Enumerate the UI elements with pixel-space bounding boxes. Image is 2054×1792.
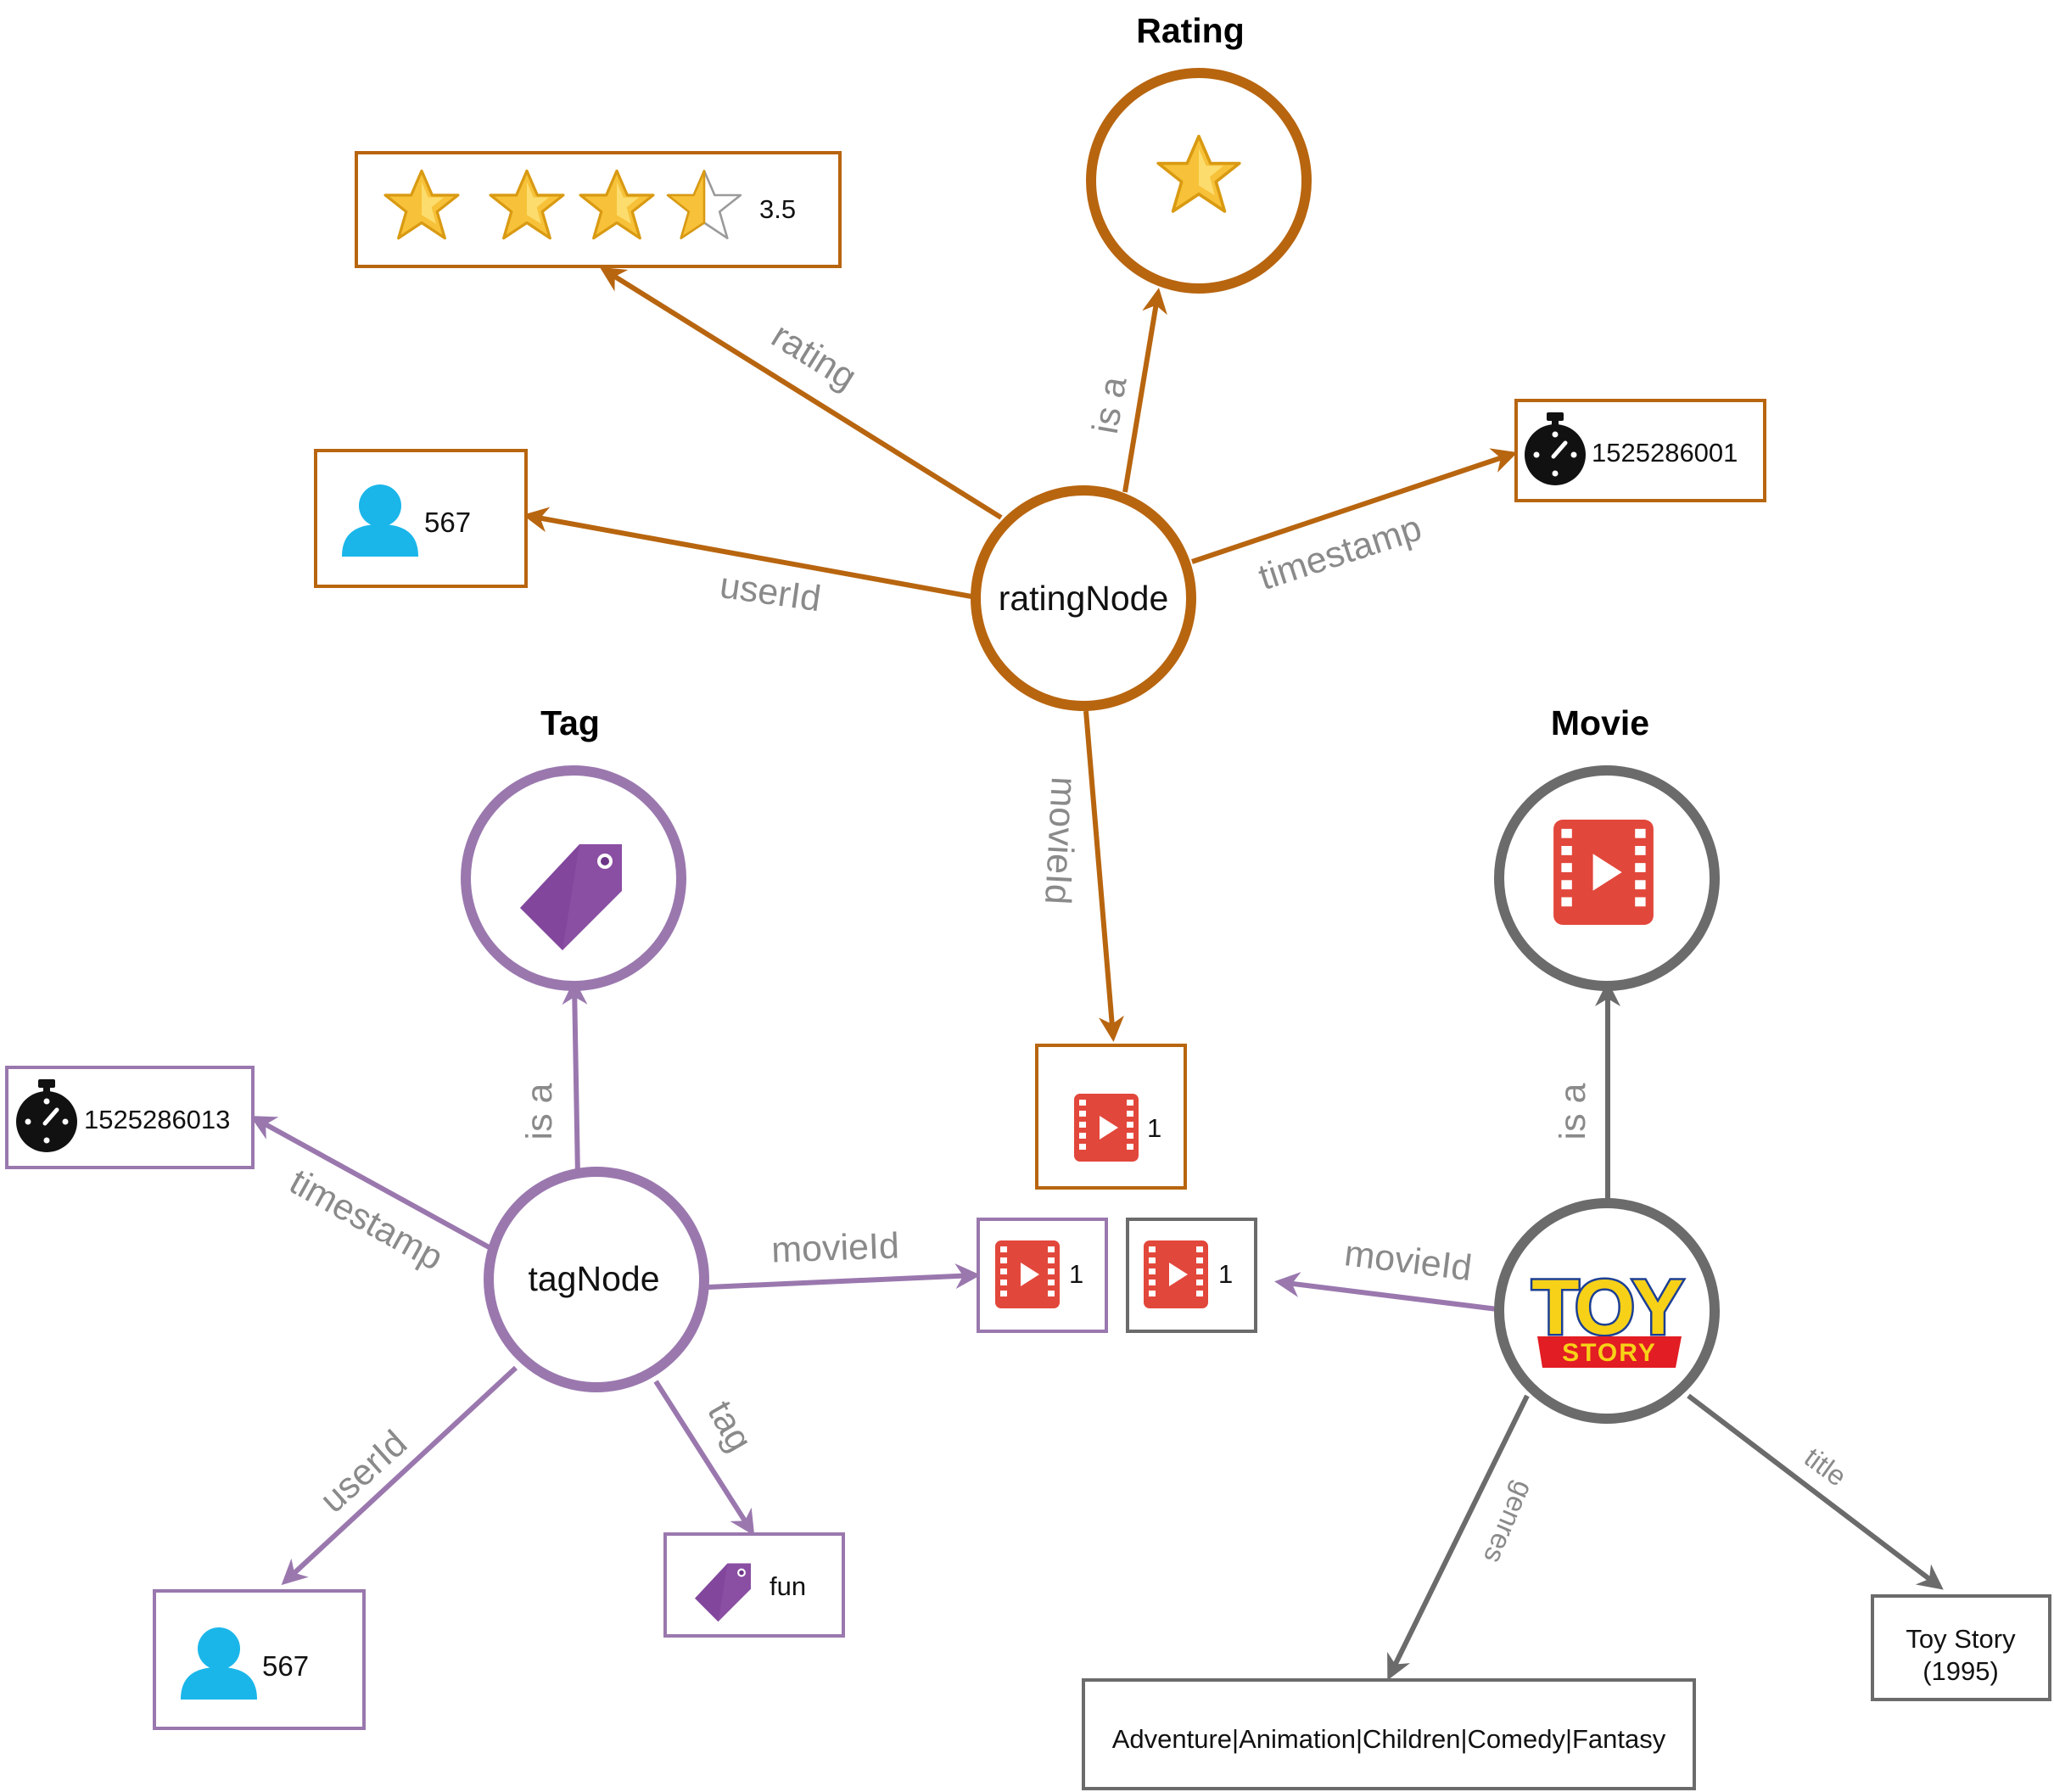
edge-label-rating: rating xyxy=(764,315,864,398)
edge-tag-movie-id xyxy=(708,1263,981,1290)
edges xyxy=(249,266,1944,1681)
toy-story-node: TOY STORY xyxy=(1494,1198,1720,1424)
edge-rating-movie-id xyxy=(1083,710,1124,1042)
tag-class-node: Tag xyxy=(461,703,686,991)
movie-id-text: 1 xyxy=(1218,1259,1233,1289)
edge-label-movie-movie-id: movieId xyxy=(1342,1233,1474,1289)
film-play-icon xyxy=(1553,820,1654,925)
edge-label-rating-movie-id: movieId xyxy=(1037,776,1084,905)
rating-node: ratingNode xyxy=(971,485,1196,711)
film-play-icon xyxy=(995,1240,1060,1308)
edge-label-tag-tag: tag xyxy=(699,1394,759,1459)
rating-timestamp-box: 1525286001 xyxy=(1514,399,1766,502)
rating-class-node: Rating xyxy=(1086,11,1312,294)
rating-node-label: ratingNode xyxy=(999,579,1169,618)
movie-genres-box: Adventure|Animation|Children|Comedy|Fant… xyxy=(1082,1678,1696,1790)
edge-tag-user-id xyxy=(281,1365,518,1586)
rating-movie-box: 1 xyxy=(1035,1044,1187,1190)
movie-title-line2: (1995) xyxy=(1922,1656,1999,1686)
tag-movie-box: 1 xyxy=(977,1218,1108,1333)
movie-title-line1: Toy Story xyxy=(1906,1624,2016,1654)
tag-user-box: 567 xyxy=(153,1589,366,1730)
edge-rating-user-id xyxy=(523,507,972,599)
tag-value-box: fun xyxy=(663,1532,845,1638)
movie-class-node: Movie xyxy=(1494,703,1720,991)
edge-label-movie-is-a: is a xyxy=(1553,1083,1593,1140)
edge-movie-genres xyxy=(1387,1394,1530,1681)
edge-label-rating-user-id: userId xyxy=(717,565,823,619)
film-play-icon xyxy=(1074,1094,1139,1162)
movie-id-box: 1 xyxy=(1126,1218,1257,1333)
rating-user-box: 567 xyxy=(314,449,528,588)
edge-rating-is-a xyxy=(1122,288,1167,493)
edge-label-rating-timestamp: timestamp xyxy=(1254,507,1426,598)
edge-tag-timestamp xyxy=(249,1116,494,1252)
movie-genres-text: Adventure|Animation|Children|Comedy|Fant… xyxy=(1112,1724,1666,1754)
tag-node-circle xyxy=(484,1167,709,1392)
tag-value-text: fun xyxy=(770,1571,806,1601)
edge-rating-timestamp xyxy=(1191,448,1518,564)
tag-node: tagNode xyxy=(484,1167,709,1392)
tag-timestamp-text: 1525286013 xyxy=(84,1105,230,1134)
tag-timestamp-box: 1525286013 xyxy=(5,1066,255,1169)
edge-label-tag-movie-id: movieId xyxy=(770,1225,899,1270)
rating-node-circle xyxy=(971,485,1196,711)
toy-story-logo: TOY STORY xyxy=(1530,1263,1688,1368)
edge-label-tag-is-a: is a xyxy=(519,1083,560,1140)
tag-user-text: 567 xyxy=(262,1650,309,1682)
rating-value-box: 3.5 xyxy=(355,151,842,268)
rating-class-title: Rating xyxy=(1136,11,1245,50)
edge-movie-movie-id xyxy=(1274,1272,1498,1312)
tag-class-title: Tag xyxy=(540,703,600,742)
movie-class-title: Movie xyxy=(1551,703,1649,742)
rating-user-text: 567 xyxy=(424,507,471,538)
edge-rating-to-stars xyxy=(599,266,1003,520)
toy-story-logo-banner xyxy=(1537,1336,1682,1368)
toy-story-logo-story: STORY xyxy=(1562,1339,1657,1367)
film-play-icon xyxy=(1144,1240,1208,1308)
edge-tag-tag xyxy=(653,1380,755,1537)
half-star-icon xyxy=(666,170,742,239)
tag-movie-text: 1 xyxy=(1069,1259,1083,1289)
tag-node-label: tagNode xyxy=(528,1259,659,1298)
movie-title-box: Toy Story (1995) xyxy=(1871,1594,2051,1701)
rating-timestamp-text: 1525286001 xyxy=(1592,438,1738,468)
edge-label-movie-genres: genres xyxy=(1478,1477,1540,1568)
rating-movie-text: 1 xyxy=(1147,1113,1161,1143)
rating-value-text: 3.5 xyxy=(759,194,796,224)
edge-label-rating-is-a: is a xyxy=(1085,373,1135,436)
edge-movie-title xyxy=(1687,1393,1944,1590)
edge-tag-is-a xyxy=(562,979,588,1178)
